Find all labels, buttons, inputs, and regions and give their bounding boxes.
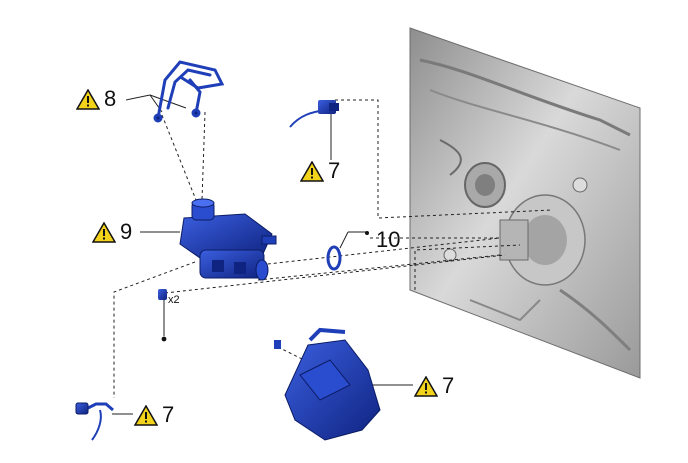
callout-label: 7 bbox=[162, 402, 175, 427]
warning-triangle-icon bbox=[134, 404, 158, 426]
connector-part-bottom-left bbox=[75, 402, 114, 441]
callout-label: 9 bbox=[120, 219, 133, 244]
callout-label: 7 bbox=[442, 373, 455, 398]
quantity-note: x2 bbox=[168, 294, 180, 306]
bracket-part-bottom-right bbox=[274, 327, 381, 441]
warning-triangle-icon bbox=[92, 221, 116, 243]
callout-7-bottom-right: 7 bbox=[414, 375, 454, 397]
dashed-leader-lines bbox=[113, 99, 553, 398]
vehicle-body-panel bbox=[409, 27, 641, 379]
warning-triangle-icon bbox=[414, 375, 438, 397]
o-ring-part bbox=[326, 231, 369, 271]
callout-9: 9 bbox=[92, 221, 132, 243]
callout-label: 7 bbox=[328, 158, 341, 183]
warning-triangle-icon bbox=[76, 88, 100, 110]
nut-part bbox=[158, 289, 167, 342]
callout-label: 10 bbox=[376, 227, 401, 252]
warning-triangle-icon bbox=[300, 160, 324, 182]
connector-part-top bbox=[289, 100, 339, 128]
callout-10: 10 bbox=[372, 229, 400, 251]
brake-tube-part bbox=[153, 60, 225, 123]
callout-label: 8 bbox=[104, 86, 117, 111]
callout-8: 8 bbox=[76, 88, 116, 110]
callout-7-bottom-left: 7 bbox=[134, 404, 174, 426]
master-cylinder-part bbox=[179, 198, 277, 281]
callout-7-top: 7 bbox=[300, 160, 340, 182]
